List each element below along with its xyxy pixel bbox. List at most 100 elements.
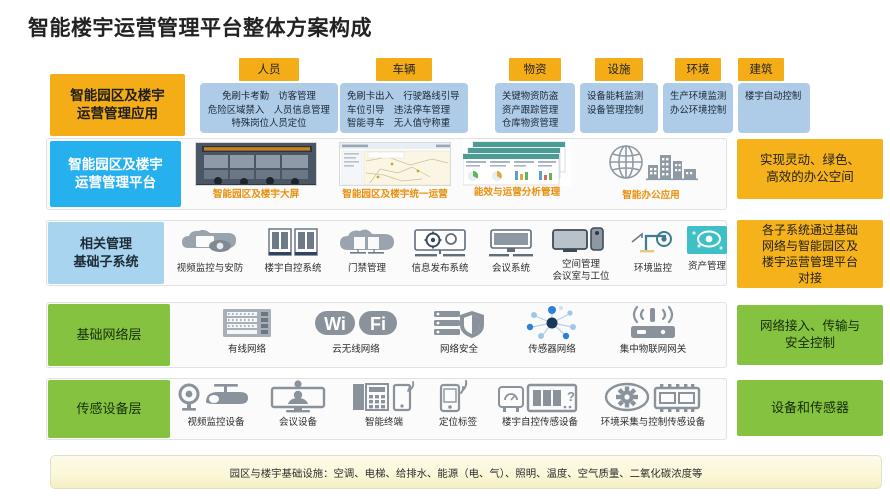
server-cabinets-icon (267, 226, 319, 260)
devices-note-text: 设备和传感器 (770, 400, 849, 416)
category-personnel: 人员 免刷卡考勤 访客管理 危险区域禁入 人员信息管理 特殊岗位人员定位 (200, 58, 338, 133)
subsystem-tile-space-mgmt[interactable]: 空间管理 会议室与工位 (540, 224, 622, 284)
network-tile-security-caption: 网络安全 (439, 344, 478, 355)
subsystem-tile-meeting-caption: 会议系统 (491, 263, 530, 274)
display-gear-icon (411, 226, 469, 260)
network-tile-wired-caption: 有线网络 (227, 344, 266, 355)
asset-tag-icon (685, 224, 729, 258)
network-tile-wifi-caption: 云无线网络 (332, 344, 380, 355)
layer-label-subsystems: 相关管理 基础子系统 (48, 222, 164, 284)
category-facility-tag: 设施 (595, 58, 643, 81)
subsystem-tile-access-control[interactable]: 门禁管理 (334, 226, 400, 275)
network-tile-sensor-network[interactable]: 传感器网络 (512, 305, 592, 356)
access-control-cloud-icon (336, 226, 398, 260)
svg-text:Wi: Wi (324, 314, 346, 334)
layer-label-application: 智能园区及楼宇 运营管理应用 (50, 74, 185, 136)
layer-label-devices-text: 传感设备层 (76, 401, 142, 417)
subsystem-tile-info-release[interactable]: 信息发布系统 (401, 226, 479, 275)
platform-tile-analytics[interactable]: 能效与运营分析管理 (452, 140, 582, 199)
layer-label-devices: 传感设备层 (48, 380, 170, 438)
subsystems-note-label: 各子系统通过基础 网络与智能园区及 楼宇运营管理平台 对接 (737, 220, 883, 288)
network-tile-sensor-network-caption: 传感器网络 (528, 344, 576, 355)
category-building-items: 楼宇自动控制 (738, 83, 810, 133)
platform-tile-bigscreen-caption: 智能园区及楼宇大屏 (212, 189, 300, 200)
platform-tile-unified-ops-caption: 智能园区及楼宇统一运营 (342, 189, 448, 200)
control-room-screens-thumb (195, 142, 317, 186)
layer-label-network-text: 基础网络层 (76, 327, 142, 343)
network-tile-security[interactable]: 网络安全 (423, 307, 495, 356)
analytics-windows-thumb (463, 140, 571, 186)
device-tile-conference-caption: 会议设备 (278, 417, 317, 428)
sensor-network-icon (520, 305, 584, 341)
network-tile-iot-gateway[interactable]: 集中物联网网关 (605, 305, 701, 356)
subsystem-tile-meeting[interactable]: 会议系统 (480, 226, 542, 275)
platform-tile-smart-office[interactable]: 智能办公应用 (590, 141, 712, 202)
subsystem-tile-asset-mgmt-caption: 资产管理 (687, 261, 726, 272)
page-title: 智能楼宇运营管理平台整体方案构成 (28, 17, 372, 40)
platform-outcome-label: 实现灵动、绿色、 高效的办公空间 (737, 139, 883, 199)
meter-controller-icon: ? (497, 382, 583, 414)
switch-rack-icon (221, 307, 273, 341)
network-tile-wired[interactable]: 有线网络 (210, 307, 284, 356)
subsystem-tile-video-security[interactable]: 视频监控与安防 (168, 226, 252, 275)
devices-note-label: 设备和传感器 (737, 380, 883, 436)
infrastructure-footer-bar: 园区与楼宇基础设施：空调、电梯、给排水、能源（电、气）、照明、温度、空气质量、二… (50, 455, 882, 489)
subsystems-note-text: 各子系统通过基础 网络与智能园区及 楼宇运营管理平台 对接 (761, 222, 858, 286)
subsystem-tile-env-monitor[interactable]: 环境监控 (622, 226, 684, 275)
network-note-text: 网络接入、传输与 安全控制 (759, 319, 860, 350)
device-tile-env-sensors[interactable]: 环境采集与控制传感设备 (588, 382, 718, 429)
subsystem-tile-video-security-caption: 视频监控与安防 (176, 263, 244, 274)
subsystem-tile-access-control-caption: 门禁管理 (347, 263, 386, 274)
globe-city-icon (596, 141, 706, 187)
locator-tag-icon (435, 380, 481, 414)
category-materials: 物资 关键物资防盗 资产跟踪管理 仓库物资管理 (495, 58, 575, 133)
category-environment-items: 生产环境监测 办公环境控制 (663, 83, 733, 133)
category-facility-items: 设备能耗监测 设备管理控制 (580, 83, 658, 133)
svg-text:?: ? (567, 389, 575, 404)
phone-tablet-icon (351, 380, 417, 414)
workspace-monitor-icon (551, 224, 611, 256)
device-tile-conference[interactable]: 会议设备 (262, 380, 334, 429)
category-materials-items: 关键物资防盗 资产跟踪管理 仓库物资管理 (495, 83, 575, 133)
network-note-label: 网络接入、传输与 安全控制 (737, 305, 883, 365)
category-building: 建筑 楼宇自动控制 (738, 58, 810, 133)
layer-label-platform-text: 智能园区及楼宇 运营管理平台 (68, 156, 163, 190)
device-tile-smart-terminal-caption: 智能终端 (364, 417, 403, 428)
device-tile-bas-sensors[interactable]: ? 楼宇自控传感设备 (490, 382, 590, 429)
platform-tile-unified-ops[interactable]: 智能园区及楼宇统一运营 (325, 142, 465, 201)
gear-chip-icon (603, 382, 703, 414)
subsystem-tile-bas[interactable]: 楼宇自控系统 (255, 226, 331, 275)
category-environment-tag: 环境 (675, 58, 721, 81)
platform-tile-bigscreen[interactable]: 智能园区及楼宇大屏 (190, 142, 322, 201)
platform-tile-smart-office-caption: 智能办公应用 (622, 190, 680, 201)
platform-outcome-text: 实现灵动、绿色、 高效的办公空间 (759, 153, 860, 184)
platform-tile-analytics-caption: 能效与运营分析管理 (473, 187, 561, 198)
category-vehicle-tag: 车辆 (376, 58, 432, 81)
device-tile-smart-terminal[interactable]: 智能终端 (348, 380, 420, 429)
category-building-tag: 建筑 (738, 58, 784, 81)
layer-label-network: 基础网络层 (48, 304, 170, 366)
infrastructure-footer-text: 园区与楼宇基础设施：空调、电梯、给排水、能源（电、气）、照明、温度、空气质量、二… (229, 468, 703, 480)
network-tile-iot-gateway-caption: 集中物联网网关 (619, 344, 687, 355)
sensor-probe-icon (626, 226, 680, 260)
subsystem-tile-space-mgmt-caption: 空间管理 会议室与工位 (552, 259, 610, 283)
svg-text:Fi: Fi (370, 314, 386, 334)
network-tile-wifi[interactable]: Wi Fi 云无线网络 (310, 305, 402, 356)
layer-label-subsystems-text: 相关管理 基础子系统 (73, 236, 139, 269)
video-conference-icon (266, 380, 330, 414)
device-tile-env-sensors-caption: 环境采集与控制传感设备 (600, 417, 706, 428)
device-tile-locator-tag[interactable]: 定位标签 (425, 380, 491, 429)
device-tile-video-devices[interactable]: 视频监控设备 (172, 382, 260, 429)
wifi-icon: Wi Fi (313, 305, 399, 341)
subsystem-tile-info-release-caption: 信息发布系统 (411, 263, 469, 274)
category-personnel-tag: 人员 (239, 58, 299, 81)
category-vehicle-items: 免刷卡出入 行驶路线引导 车位引导 违法停车管理 智能寻车 无人值守称重 (340, 83, 468, 133)
iot-gateway-icon (621, 305, 685, 341)
layer-label-platform: 智能园区及楼宇 运营管理平台 (50, 141, 181, 207)
desktop-monitor-icon (485, 226, 537, 260)
cctv-cloud-icon (178, 226, 242, 260)
server-shield-icon (432, 307, 486, 341)
map-dashboard-thumb (339, 142, 451, 186)
subsystem-tile-asset-mgmt[interactable]: 资产管理 (681, 224, 733, 273)
